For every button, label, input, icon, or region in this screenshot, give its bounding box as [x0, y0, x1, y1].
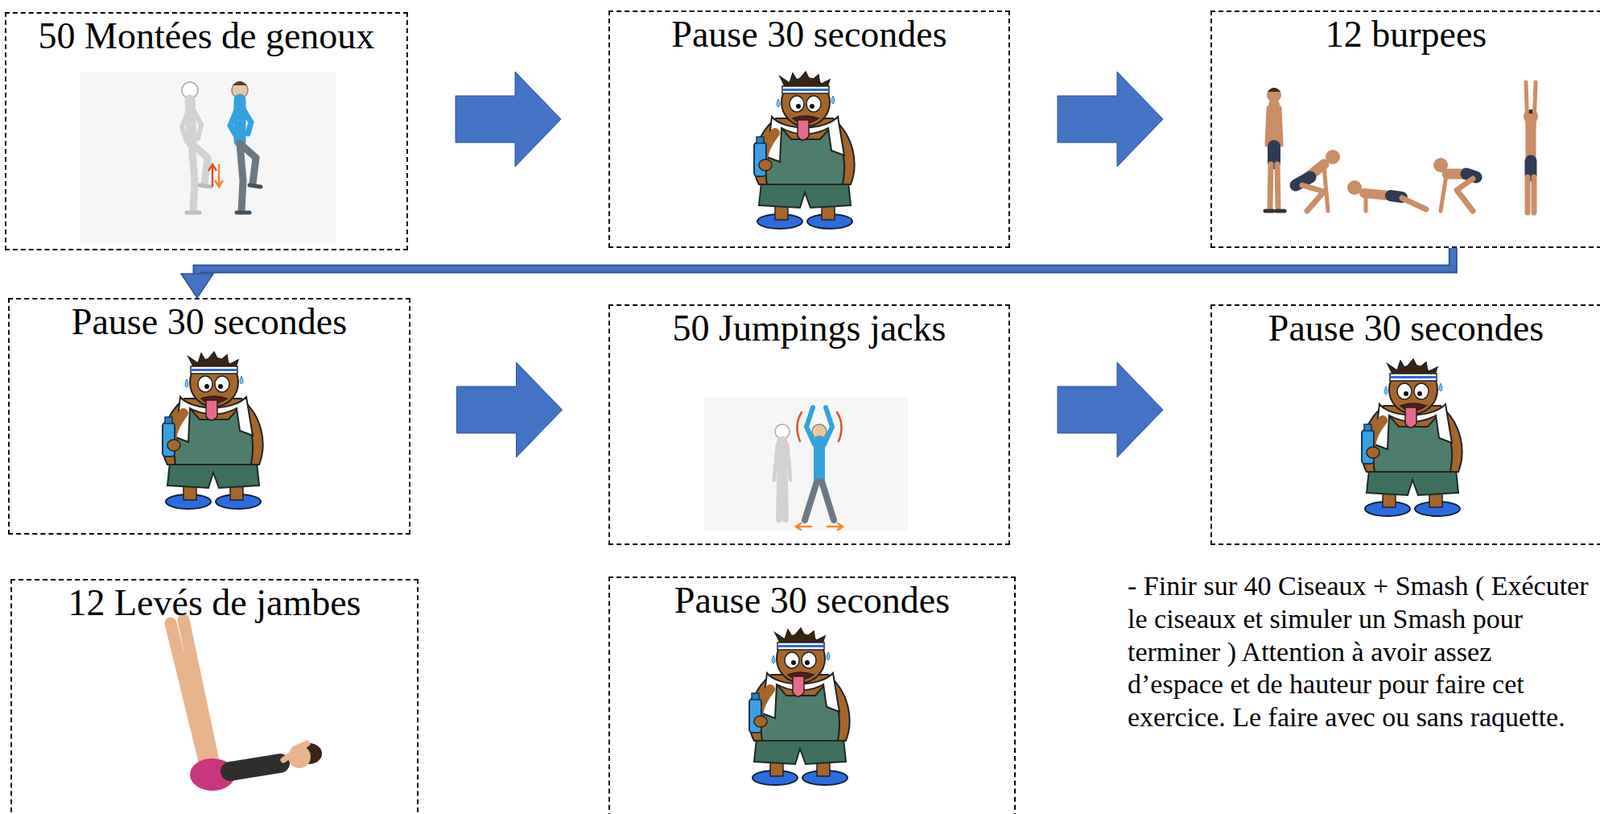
- step-title: 50 Montées de genoux: [6, 13, 407, 58]
- step-title: Pause 30 secondes: [610, 577, 1015, 623]
- tired-man-cartoon: [754, 71, 855, 229]
- step-box: 12 Levés de jambes: [10, 578, 419, 814]
- block-arrow: [455, 71, 561, 167]
- step-box: Pause 30 secondes: [608, 576, 1016, 814]
- step-box: Pause 30 secondes: [8, 297, 411, 535]
- step-title: 50 Jumpings jacks: [610, 305, 1009, 351]
- flow-arrow: [1057, 71, 1163, 167]
- flow-arrow: [455, 71, 561, 167]
- step-box: Pause 30 secondes: [1210, 304, 1600, 545]
- step-box: 50 Montées de genoux: [4, 12, 409, 251]
- block-arrow: [1057, 362, 1163, 458]
- block-arrow: [1057, 71, 1163, 167]
- instruction-note: - Finir sur 40 Ciseaux + Smash ( Exécute…: [1127, 569, 1591, 735]
- step-box: 50 Jumpings jacks: [608, 304, 1011, 545]
- leg-raise-figure: [170, 619, 322, 791]
- burpees-figure: [1265, 82, 1539, 213]
- step-title: 12 burpees: [1212, 12, 1600, 57]
- tired-man-cartoon: [749, 627, 850, 785]
- jumping-jacks-figure: [704, 397, 908, 531]
- step-title: Pause 30 secondes: [1212, 305, 1600, 351]
- step-box: 12 burpees: [1210, 10, 1600, 248]
- step-box: Pause 30 secondes: [608, 10, 1011, 248]
- step-title: Pause 30 secondes: [9, 299, 409, 344]
- high-knees-figure: [79, 71, 337, 245]
- block-arrow: [457, 362, 563, 458]
- step-title: Pause 30 secondes: [610, 12, 1009, 57]
- tired-man-cartoon: [1361, 358, 1463, 516]
- elbow-line: [197, 247, 1453, 276]
- elbow-line: [197, 247, 1453, 276]
- arrow-head: [181, 273, 214, 298]
- flow-arrow: [181, 247, 1453, 298]
- flow-arrow: [1057, 362, 1163, 458]
- tired-man-cartoon: [162, 351, 264, 509]
- step-title: 12 Levés de jambes: [12, 580, 417, 625]
- flow-arrow: [457, 362, 563, 458]
